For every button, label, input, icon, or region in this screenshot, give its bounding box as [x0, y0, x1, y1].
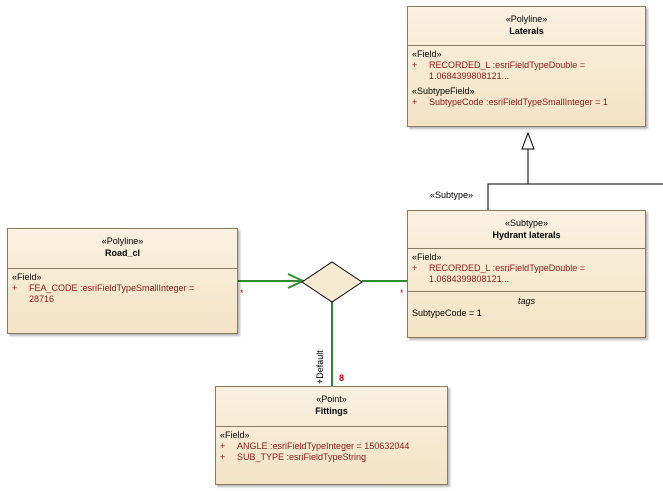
laterals-field-stereotype: «Field»: [412, 49, 442, 59]
road-stereotype: «Polyline»: [101, 236, 144, 246]
laterals-subtypefield-stereotype: «SubtypeField»: [412, 86, 475, 96]
attribute-text: RECORDED_L :esriFieldTypeDouble =: [429, 60, 585, 70]
hydrant-stereotype: «Subtype»: [504, 218, 549, 228]
road-field-stereotype: «Field»: [12, 272, 42, 282]
hydrant-multiplicity: *: [400, 288, 404, 298]
road-class-name: Road_cl: [104, 248, 140, 258]
class-hydrant-laterals[interactable]: «Subtype» Hydrant laterals «Field» + REC…: [407, 210, 646, 338]
road-attributes: «Field» + FEA_CODE :esriFieldTypeSmallIn…: [8, 269, 237, 307]
attribute-text: ANGLE :esriFieldTypeInteger = 150632044: [237, 441, 410, 451]
attribute-text: FEA_CODE :esriFieldTypeSmallInteger =: [29, 283, 195, 293]
fittings-attribute-angle[interactable]: + ANGLE :esriFieldTypeInteger = 15063204…: [220, 441, 443, 452]
attribute-text: RECORDED_L :esriFieldTypeDouble =: [429, 263, 585, 273]
attribute-text: SubtypeCode :esriFieldTypeSmallInteger =…: [429, 97, 608, 107]
hydrant-class-name: Hydrant laterals: [492, 230, 561, 240]
subtype-connector-label: «Subtype»: [430, 190, 474, 200]
laterals-attribute-recorded-l[interactable]: + RECORDED_L :esriFieldTypeDouble = 1.06…: [412, 60, 641, 82]
visibility-marker: +: [412, 97, 418, 107]
visibility-marker: +: [220, 452, 226, 462]
laterals-attributes: «Field» + RECORDED_L :esriFieldTypeDoubl…: [408, 46, 645, 110]
hydrant-field-stereotype: «Field»: [412, 252, 442, 262]
class-laterals[interactable]: «Polyline» Laterals «Field» + RECORDED_L…: [407, 6, 646, 127]
road-attribute-fea-code[interactable]: + FEA_CODE :esriFieldTypeSmallInteger = …: [12, 283, 233, 305]
fittings-multiplicity: 8: [339, 373, 345, 383]
visibility-marker: +: [412, 263, 418, 273]
hydrant-attribute-recorded-l[interactable]: + RECORDED_L :esriFieldTypeDouble = 1.06…: [412, 263, 641, 285]
road-multiplicity: *: [240, 288, 244, 298]
fittings-stereotype: «Point»: [316, 394, 347, 404]
visibility-marker: +: [220, 441, 226, 451]
association-diamond[interactable]: [301, 261, 363, 303]
tags-heading: tags: [517, 296, 535, 306]
tag-subtypecode[interactable]: SubtypeCode = 1: [412, 308, 482, 318]
class-road-cl[interactable]: «Polyline» Road_cl «Field» + FEA_CODE :e…: [7, 228, 238, 334]
hydrant-tags: tags SubtypeCode = 1: [408, 292, 645, 321]
attribute-text: SUB_TYPE :esriFieldTypeString: [237, 452, 367, 462]
attribute-text-continued: 1.0684399808121...: [429, 274, 510, 284]
fittings-class-name: Fittings: [315, 406, 348, 416]
fittings-field-stereotype: «Field»: [220, 430, 250, 440]
generalization-arrowhead: [521, 131, 535, 150]
generalization-line: [487, 183, 663, 210]
visibility-marker: +: [12, 283, 18, 293]
visibility-marker: +: [412, 60, 418, 70]
laterals-class-name: Laterals: [509, 26, 544, 36]
laterals-stereotype: «Polyline»: [505, 14, 548, 24]
attribute-text-continued: 28716: [29, 294, 55, 304]
attribute-text-continued: 1.0684399808121...: [429, 71, 510, 81]
laterals-attribute-subtypecode[interactable]: + SubtypeCode :esriFieldTypeSmallInteger…: [412, 97, 641, 108]
class-fittings[interactable]: «Point» Fittings «Field» + ANGLE :esriFi…: [215, 386, 448, 485]
default-role-label: +Default: [315, 350, 325, 384]
hydrant-attributes: «Field» + RECORDED_L :esriFieldTypeDoubl…: [408, 249, 645, 291]
fittings-attributes: «Field» + ANGLE :esriFieldTypeInteger = …: [216, 427, 447, 465]
fittings-attribute-sub-type[interactable]: + SUB_TYPE :esriFieldTypeString: [220, 452, 443, 463]
